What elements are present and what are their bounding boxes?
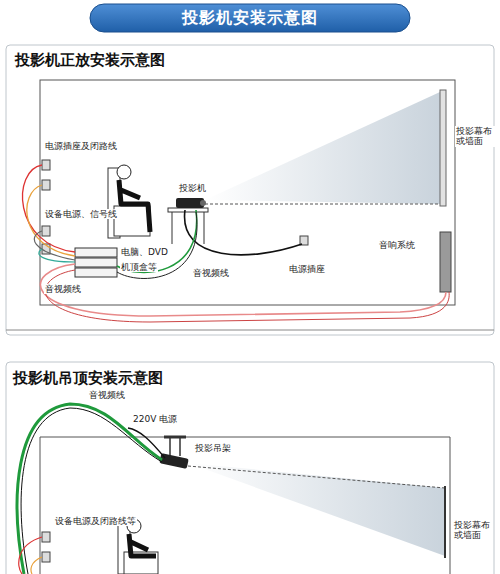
title-banner: [90, 4, 410, 32]
panel-frame: [6, 362, 494, 574]
av-device: [75, 258, 117, 267]
cable-label: 220V 电源: [132, 414, 178, 424]
equipment-cable: [27, 185, 75, 256]
wall-socket: [42, 532, 50, 542]
callout-label: 电源插座及闭路线: [44, 141, 118, 151]
speaker-cable: [40, 264, 446, 316]
light-beam: [205, 92, 440, 204]
beam-axis: [188, 466, 445, 488]
callout-label: 电脑、DVD: [120, 247, 169, 257]
floor-line: [6, 330, 494, 331]
callout-label: 音响系统: [378, 240, 416, 250]
callout-label: 电源插座: [288, 264, 326, 274]
table-leg: [204, 212, 205, 244]
av-device: [75, 268, 117, 277]
equipment-cable: [31, 557, 42, 574]
wall-socket: [42, 160, 50, 170]
ceiling-mount: [164, 436, 186, 439]
wall-socket: [42, 180, 50, 190]
page-title: 投影机安装示意图: [90, 4, 410, 32]
screen-label: 投影幕布或墙面: [453, 520, 493, 541]
table-leg: [172, 212, 173, 244]
person-head: [117, 165, 131, 179]
power-cable: [128, 428, 165, 458]
speaker: [440, 232, 451, 292]
projector-lens: [200, 200, 206, 206]
speaker-cable: [45, 270, 449, 322]
wall-socket: [42, 552, 50, 562]
room-outline: [40, 437, 450, 574]
equipment-cable: [39, 249, 75, 262]
person-body: [119, 180, 150, 232]
panel-heading: 投影机吊顶安装示意图: [12, 370, 164, 387]
callout-label: 设备电源及闭路线等: [54, 516, 137, 526]
av-cable: [117, 212, 197, 278]
power-cable: [185, 210, 302, 255]
callout-label: 设备电源、信号线: [44, 209, 118, 219]
chair-seat: [114, 206, 150, 236]
light-beam: [188, 463, 445, 556]
room-outline: [40, 80, 455, 305]
cable-label: 音视频线: [44, 284, 82, 294]
panel-heading: 投影机正放安装示意图: [14, 52, 166, 69]
person-body: [129, 534, 156, 556]
callout-label: 机顶盒等: [120, 262, 158, 272]
callout-label: 投影机: [178, 183, 207, 193]
av-cable: [117, 210, 197, 272]
callout-label: 投影吊架: [194, 443, 232, 453]
av-device: [75, 248, 117, 257]
av-cable: [17, 404, 162, 574]
cable-label: 音视频线: [88, 390, 126, 400]
ceiling-mount: [169, 437, 171, 456]
ceiling-mount: [179, 437, 181, 456]
equipment-cable: [19, 537, 42, 574]
screen-label: 投影幕布或墙面: [455, 126, 495, 147]
projector: [176, 198, 204, 208]
panel-frame: [6, 45, 494, 335]
projection-screen: [440, 90, 446, 206]
wall-socket: [42, 226, 50, 236]
table: [168, 208, 208, 212]
projection-screen: [444, 486, 446, 558]
cable-label: 音视频线: [192, 268, 230, 278]
beam-axis: [205, 204, 440, 205]
